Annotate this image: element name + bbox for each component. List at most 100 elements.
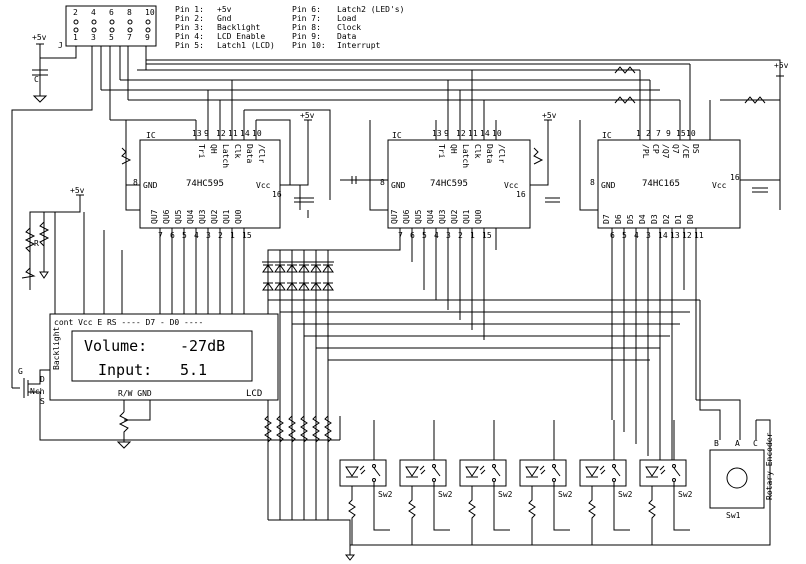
ic-pin-label: QU6	[402, 209, 411, 224]
svg-text:C: C	[753, 439, 758, 448]
legend-pin-1: Pin 1:	[175, 5, 204, 14]
connector-ref: J	[58, 41, 63, 50]
led-icon	[645, 466, 659, 478]
connector-pin-label: 6	[109, 8, 114, 17]
svg-text:IC: IC	[392, 131, 402, 140]
switch-contact	[672, 464, 676, 468]
legend-pin-6: Pin 6:	[292, 5, 321, 14]
ic-pin-label: QU3	[438, 209, 447, 224]
ic-pin-number: 6	[170, 231, 175, 240]
led-icon	[405, 466, 419, 478]
ic-pin-number: 11	[468, 129, 478, 138]
resistor	[264, 415, 272, 443]
legend-pin-5: Pin 5:	[175, 41, 204, 50]
legend-pin-9: Pin 9:	[292, 32, 321, 41]
resistor	[276, 415, 284, 443]
switch-label: Sw2	[498, 490, 513, 499]
switch-contact	[612, 464, 616, 468]
ic-pin-number: 9	[666, 129, 671, 138]
svg-text:+5v: +5v	[70, 186, 85, 195]
led-icon	[345, 466, 359, 478]
ic-pin-number: 4	[434, 231, 439, 240]
ic-pin-label: /Clr	[497, 144, 506, 163]
ic-pin-label: QU6	[162, 209, 171, 224]
svg-text:Vcc: Vcc	[504, 181, 519, 190]
connector-pin	[91, 19, 97, 25]
svg-text:GND: GND	[143, 181, 158, 190]
ic-pin-number: 11	[228, 129, 238, 138]
connector-pin	[91, 27, 97, 33]
resistor	[312, 415, 320, 443]
ic-pin-number: 3	[446, 231, 451, 240]
led-switch-module: Sw2	[459, 420, 513, 545]
fet-label: Nch	[30, 387, 45, 396]
ic-pin-label: Latch	[461, 144, 470, 168]
switch-contact	[372, 464, 376, 468]
ic3-part-name: 74HC165	[642, 179, 680, 189]
ic-pin-number: 12	[456, 129, 466, 138]
connector-pin-label: 4	[91, 8, 96, 17]
connector-pin	[73, 19, 79, 25]
ic-pin-label: QU2	[450, 209, 459, 224]
lcd-line1-value: -27dB	[180, 337, 225, 355]
ic-pin-number: 13	[192, 129, 202, 138]
connector-pin	[127, 27, 133, 33]
ic-pin-number: 9	[204, 129, 209, 138]
ic-pin-label: Q7	[671, 144, 680, 154]
ic-pin-label: QU3	[198, 209, 207, 224]
lcd-line2-value: 5.1	[180, 361, 207, 379]
switch-contact	[612, 478, 616, 482]
svg-text:Backlight: Backlight	[217, 23, 261, 32]
switch-contact	[492, 478, 496, 482]
ic-pin-label: QH	[449, 144, 458, 154]
svg-text:+5v: +5v	[542, 111, 557, 120]
ic-pin-number: 1	[636, 129, 641, 138]
legend-pin-8: Pin 8:	[292, 23, 321, 32]
ic-pin-label: D6	[614, 214, 623, 224]
ic-pin-number: 5	[422, 231, 427, 240]
connector-pin-label: 1	[73, 33, 78, 42]
resistor	[648, 486, 656, 545]
svg-text:16: 16	[730, 173, 740, 182]
svg-text:8: 8	[590, 178, 595, 187]
led-icon	[585, 466, 599, 478]
switch-contact	[432, 478, 436, 482]
svg-text:LCD Enable: LCD Enable	[217, 32, 265, 41]
ic-pin-number: 9	[444, 129, 449, 138]
svg-text:IC: IC	[602, 131, 612, 140]
svg-text:8: 8	[133, 178, 138, 187]
ic-pin-label: /PL	[641, 144, 650, 159]
svg-text:Clock: Clock	[337, 23, 361, 32]
resistor	[288, 415, 296, 443]
led-icon	[465, 466, 479, 478]
ic-pin-number: 2	[646, 129, 651, 138]
ic-pin-label: D7	[602, 214, 611, 224]
ic-pin-number: 14	[658, 231, 668, 240]
ic-pin-label: Data	[485, 144, 494, 163]
ic-pin-number: 10	[492, 129, 502, 138]
ic-pin-label: /Q7	[661, 144, 670, 159]
connector-pin	[145, 27, 151, 33]
ic-pin-label: D5	[626, 214, 635, 224]
ic-pin-label: QU5	[414, 209, 423, 224]
ic-pin-label: CP	[651, 144, 660, 154]
svg-text:R: R	[34, 239, 39, 248]
ic-pin-label: Clk	[233, 144, 242, 159]
lcd-module: cont Vcc E RS ---- D7 - D0 ---- Volume: …	[49, 313, 279, 401]
ic-pin-label: QH	[209, 144, 218, 154]
svg-text:+5v: +5v	[217, 5, 232, 14]
ic-pin-number: 14	[240, 129, 250, 138]
ic-pin-label: Tri	[437, 144, 446, 159]
ic-pin-label: QU1	[222, 209, 231, 224]
ic2-part-name: 74HC595	[430, 179, 468, 189]
connector-pin-label: 2	[73, 8, 78, 17]
ic-pin-label: D2	[662, 214, 671, 224]
resistor	[588, 486, 596, 545]
svg-text:GND: GND	[391, 181, 406, 190]
ic-pin-number: 3	[646, 231, 651, 240]
ic-pin-number: 11	[694, 231, 704, 240]
connector-supply: +5v C	[32, 33, 77, 103]
ic-pin-number: 5	[182, 231, 187, 240]
ic-pin-number: 2	[458, 231, 463, 240]
